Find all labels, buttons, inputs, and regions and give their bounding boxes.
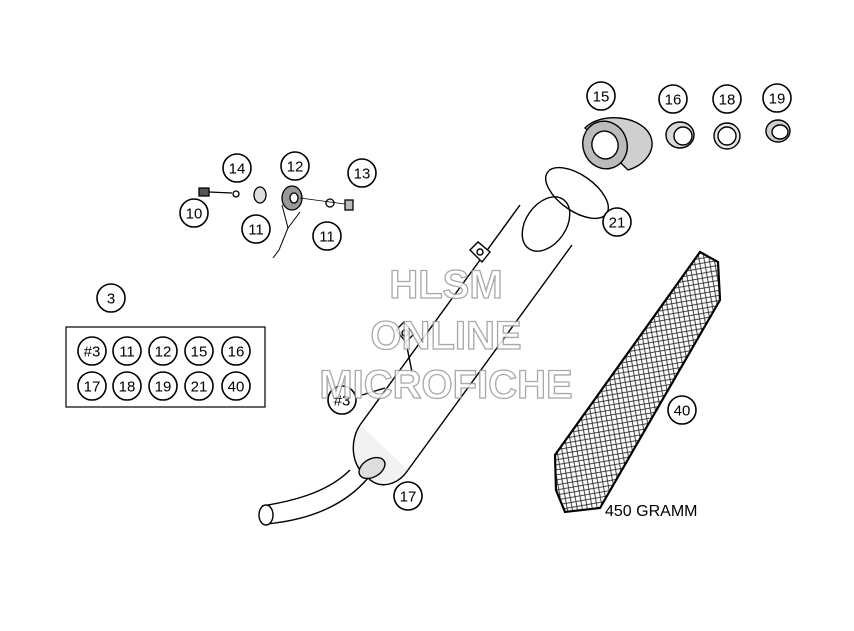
callout-12-c12-circle (280, 151, 310, 181)
watermark-line-1: HLSM (389, 263, 502, 307)
kit-item-11: 11 (112, 336, 142, 366)
end-cap-part-15 (582, 117, 653, 171)
kit-item-40-circle (221, 371, 251, 401)
kit-item-40-label: 40 (228, 378, 245, 395)
callout-ref-3-c3ref-circle (327, 385, 357, 415)
callout-16-c16-label: 16 (665, 91, 682, 108)
kit-item-11-circle (112, 336, 142, 366)
callout-18-c18: 18 (712, 84, 742, 114)
kit-item-18-circle (112, 371, 142, 401)
kit-table: #3 11 12 15 16 17 18 19 21 40 (65, 326, 266, 408)
kit-item-15: 15 (184, 336, 214, 366)
part-callouts: 3 10 11 11 12 13 14 15 16 18 19 21 40 17 #3 (96, 81, 792, 511)
kit-item-21-circle (184, 371, 214, 401)
callout-11-c11b: 11 (312, 221, 342, 251)
callout-18-c18-label: 18 (719, 91, 736, 108)
kit-item-15-circle (184, 336, 214, 366)
callout-ref-3-c3ref: #3 (327, 385, 357, 415)
callout-19-c19-label: 19 (769, 90, 786, 107)
callout-19-c19: 19 (762, 83, 792, 113)
callout-15-c15: 15 (586, 81, 616, 111)
kit-item-16-circle (221, 336, 251, 366)
kit-item-ref-3-label: #3 (84, 343, 101, 360)
callout-17-c17-label: 17 (400, 488, 417, 505)
kit-item-12: 12 (148, 336, 178, 366)
watermark-line-2: ONLINE (370, 314, 521, 358)
callout-14-c14-label: 14 (229, 160, 246, 177)
callout-3-c3-circle (96, 283, 126, 313)
kit-item-ref-3: #3 (77, 336, 107, 366)
kit-item-12-circle (148, 336, 178, 366)
ring-part-18 (713, 122, 741, 150)
bushing-part-16 (665, 121, 695, 149)
kit-item-17-label: 17 (84, 378, 101, 395)
callout-40-c40-label: 40 (674, 402, 691, 419)
kit-item-12-label: 12 (155, 343, 172, 360)
callout-13-c13-circle (347, 158, 377, 188)
weight-note: 450 GRAMM (605, 503, 697, 520)
kit-item-16-label: 16 (228, 343, 245, 360)
kit-item-11-label: 11 (119, 343, 135, 360)
kit-item-16: 16 (221, 336, 251, 366)
kit-item-18: 18 (112, 371, 142, 401)
kit-item-ref-3-circle (77, 336, 107, 366)
kit-item-15-label: 15 (191, 343, 208, 360)
callout-11-c11b-label: 11 (319, 228, 335, 245)
mounting-hardware (198, 185, 354, 259)
callout-40-c40-circle (667, 395, 697, 425)
kit-item-19-label: 19 (155, 378, 172, 395)
callout-13-c13-label: 13 (354, 165, 371, 182)
kit-item-17: 17 (77, 371, 107, 401)
callout-10-c10-circle (179, 198, 209, 228)
silencer-part-17 (258, 196, 573, 526)
callout-10-c10-label: 10 (186, 205, 203, 222)
callout-12-c12: 12 (280, 151, 310, 181)
callout-15-c15-label: 15 (593, 88, 610, 105)
kit-item-40: 40 (221, 371, 251, 401)
kit-item-19: 19 (148, 371, 178, 401)
callout-3-c3: 3 (96, 283, 126, 313)
callout-40-c40: 40 (667, 395, 697, 425)
kit-item-18-label: 18 (119, 378, 136, 395)
callout-17-c17: 17 (393, 481, 423, 511)
watermark-line-3: MICROFICHE (319, 363, 572, 407)
callout-14-c14: 14 (222, 153, 252, 183)
callout-21-c21: 21 (602, 207, 632, 237)
kit-item-21: 21 (184, 371, 214, 401)
kit-item-21-label: 21 (191, 378, 208, 395)
callout-18-c18-circle (712, 84, 742, 114)
callout-10-c10: 10 (179, 198, 209, 228)
callout-21-c21-circle (602, 207, 632, 237)
callout-13-c13: 13 (347, 158, 377, 188)
callout-16-c16-circle (658, 84, 688, 114)
kit-table-row-2: 17 18 19 21 40 (77, 371, 251, 401)
callout-15-c15-circle (586, 81, 616, 111)
heat-shield-part-40 (553, 250, 722, 514)
kit-table-row-1: #3 11 12 15 16 (77, 336, 251, 366)
callout-14-c14-circle (222, 153, 252, 183)
callout-12-c12-label: 12 (287, 158, 304, 175)
bushing-part-19 (765, 119, 791, 143)
callout-11-c11b-circle (312, 221, 342, 251)
callout-21-c21-label: 21 (609, 214, 626, 231)
callout-ref-3-c3ref-label: #3 (334, 392, 351, 409)
callout-17-c17-circle (393, 481, 423, 511)
kit-item-19-circle (148, 371, 178, 401)
callout-11-c11a-circle (241, 214, 271, 244)
callout-19-c19-circle (762, 83, 792, 113)
kit-item-17-circle (77, 371, 107, 401)
watermark: HLSM ONLINE MICROFICHE (319, 262, 574, 407)
callout-16-c16: 16 (658, 84, 688, 114)
callout-11-c11a-label: 11 (248, 221, 264, 238)
callout-11-c11a: 11 (241, 214, 271, 244)
callout-3-c3-label: 3 (107, 290, 115, 307)
